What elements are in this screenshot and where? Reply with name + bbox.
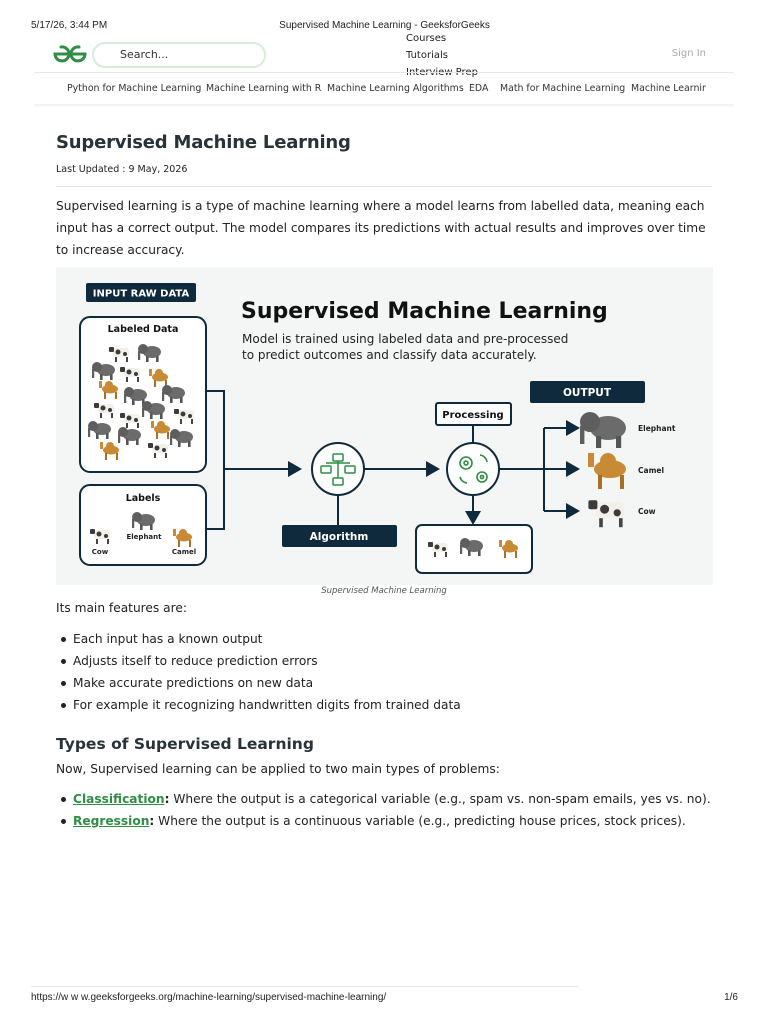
catnav-math-ml[interactable]: Math for Machine Learning [500, 83, 626, 94]
label-elephant-text: Elephant [127, 533, 163, 541]
types-intro: Now, Supervised learning can be applied … [56, 762, 500, 776]
classification-sep: : [164, 792, 170, 806]
gears-icon [459, 454, 488, 484]
features-list: Each input has a known output Adjusts it… [56, 628, 716, 716]
print-footer: https://w w w.geeksforgeeks.org/machine-… [31, 992, 738, 1006]
output-cow-icon [588, 500, 625, 528]
algorithm-label: Algorithm [310, 531, 369, 543]
category-nav: Python for Machine Learning Machine Lear… [34, 80, 706, 100]
output-tag [530, 381, 645, 403]
classification-desc: Where the output is a categorical variab… [169, 792, 711, 806]
footer-divider [31, 986, 579, 987]
classification-link[interactable]: Classification [73, 792, 165, 806]
list-item: Each input has a known output [56, 628, 716, 650]
menu-item-tutorials[interactable]: Tutorials [406, 50, 448, 61]
types-heading: Types of Supervised Learning [56, 735, 314, 753]
list-item: For example it recognizing handwritten d… [56, 694, 716, 716]
processing-label: Processing [442, 410, 503, 421]
article-title: Supervised Machine Learning [56, 132, 351, 153]
figure-caption: Supervised Machine Learning [321, 586, 447, 596]
output-elephant-text: Elephant [638, 424, 676, 433]
gfg-logo-icon[interactable] [52, 43, 88, 65]
catnav-python-ml[interactable]: Python for Machine Learning [67, 83, 202, 94]
list-item: Adjusts itself to reduce prediction erro… [56, 650, 716, 672]
figure-title: Supervised Machine Learning [241, 299, 608, 324]
intro-paragraph: Supervised learning is a type of machine… [56, 199, 706, 257]
site-header: Search... Courses Tutorials Interview Pr… [34, 33, 734, 78]
sign-in-link[interactable]: Sign In [671, 48, 706, 59]
print-page-title: Supervised Machine Learning - GeeksforGe… [279, 20, 490, 31]
input-raw-data-tag [86, 283, 196, 302]
processing-node [446, 442, 500, 496]
search-input[interactable]: Search... [92, 42, 266, 68]
label-camel-text: Camel [172, 548, 196, 556]
print-page-number: 1/6 [724, 992, 738, 1003]
list-item: Make accurate predictions on new data [56, 672, 716, 694]
input-raw-data-label: INPUT RAW DATA [93, 289, 190, 300]
connector-labeled [206, 390, 225, 469]
output-camel-icon [588, 453, 626, 489]
menu-item-courses[interactable]: Courses [406, 33, 447, 44]
header-menu: Courses Tutorials Interview Prep [406, 30, 516, 81]
labels-label: Labels [126, 493, 161, 504]
figure-subtitle-line2: to predict outcomes and classify data ac… [242, 348, 537, 362]
regression-sep: : [149, 814, 155, 828]
catnav-ml-algorithms[interactable]: Machine Learning Algorithms [327, 83, 464, 94]
regression-desc: Where the output is a continuous variabl… [154, 814, 686, 828]
print-header: 5/17/26, 3:44 PM Supervised Machine Lear… [31, 20, 738, 34]
types-list: Classification: Where the output is a ca… [56, 788, 726, 832]
output-elephant-icon [580, 412, 626, 448]
catnav-eda[interactable]: EDA [469, 83, 489, 94]
output-camel-text: Camel [638, 466, 664, 475]
label-cow-text: Cow [92, 548, 109, 556]
title-divider [56, 186, 712, 187]
nav-shadow [34, 104, 734, 108]
algorithm-tag [282, 525, 397, 547]
regression-link[interactable]: Regression [73, 814, 150, 828]
header-divider [34, 72, 734, 73]
supervised-learning-figure: INPUT RAW DATA Supervised Machine Learni… [56, 267, 713, 585]
catnav-ml-with-r[interactable]: Machine Learning with R [206, 83, 322, 94]
figure-illustration: INPUT RAW DATA Supervised Machine Learni… [79, 283, 676, 574]
figure-subtitle-line1: Model is trained using labeled data and … [242, 332, 568, 346]
labeled-data-label: Labeled Data [108, 324, 179, 335]
list-item: Classification: Where the output is a ca… [56, 788, 726, 810]
print-timestamp: 5/17/26, 3:44 PM [31, 20, 108, 31]
catnav-machine-learning[interactable]: Machine Learning [631, 83, 706, 94]
output-label: OUTPUT [563, 387, 612, 399]
output-cow-text: Cow [638, 507, 656, 516]
features-intro: Its main features are: [56, 601, 187, 615]
list-item: Regression: Where the output is a contin… [56, 810, 726, 832]
flowchart-icon [320, 453, 356, 486]
last-updated: Last Updated : 9 May, 2026 [56, 164, 188, 175]
print-url: https://w w w.geeksforgeeks.org/machine-… [31, 992, 387, 1003]
connector-labels [206, 469, 225, 530]
